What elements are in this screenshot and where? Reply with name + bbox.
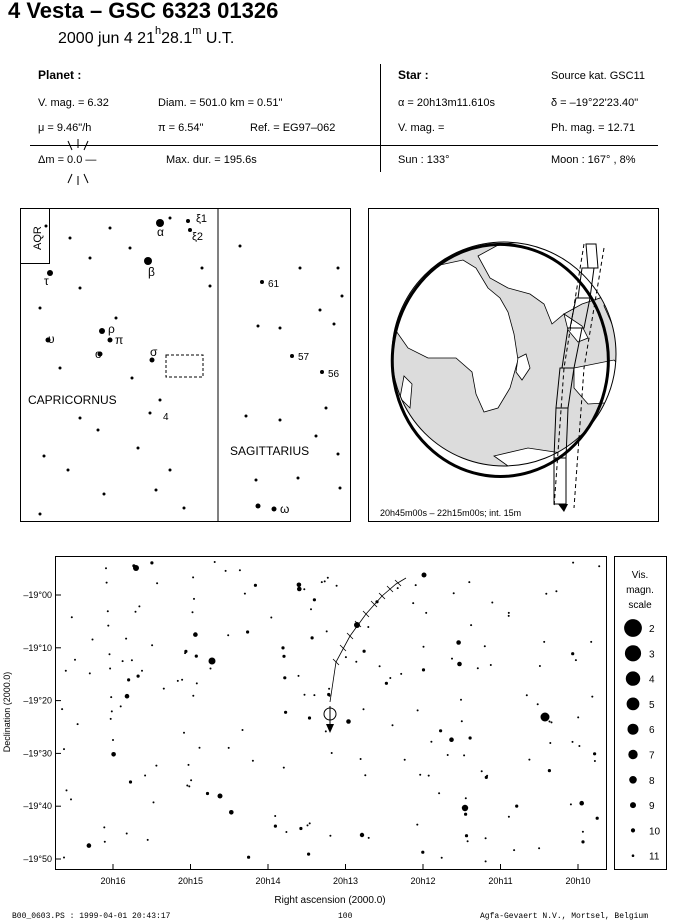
legend-dot xyxy=(624,645,642,662)
max-duration: Max. dur. = 195.6s xyxy=(166,154,257,166)
legend-dot xyxy=(624,619,642,637)
asteroid-path-ticks xyxy=(332,579,402,666)
svg-text:20h10: 20h10 xyxy=(565,876,590,886)
star-label-57: 57 xyxy=(298,352,310,363)
info-divider xyxy=(380,64,381,172)
svg-text:–19°50: –19°50 xyxy=(23,854,52,864)
star-label-rho: ρ xyxy=(108,322,115,336)
page-title: 4 Vesta – GSC 6323 01326 xyxy=(8,0,279,23)
svg-text:20h15: 20h15 xyxy=(178,876,203,886)
star-label-omega: ω xyxy=(280,502,289,516)
star-vmag: V. mag. = xyxy=(398,122,445,134)
legend-mag-label: 5 xyxy=(649,700,655,711)
svg-text:20h14: 20h14 xyxy=(255,876,280,886)
legend-mag-label: 9 xyxy=(649,801,655,812)
star-heading: Star : xyxy=(398,68,429,82)
planet-ref: Ref. = EG97–062 xyxy=(250,122,336,134)
shadow-path-boxes xyxy=(553,243,599,505)
delta-mag: Δm = 0.0 — xyxy=(38,154,97,166)
event-time: 2000 jun 4 21h28.1m U.T. xyxy=(58,25,235,47)
detail-chart: –19°00 –19°10 –19°20 –19°30 –19°40 –19°50 20h1… xyxy=(2,556,667,906)
direction-arrow-icon xyxy=(558,504,568,512)
svg-text:20h13: 20h13 xyxy=(333,876,358,886)
event-date: 2000 jun 4 21 xyxy=(58,30,155,47)
star-phmag: Ph. mag. = 12.71 xyxy=(551,122,636,134)
detail-stars xyxy=(61,561,601,863)
legend-mag-label: 11 xyxy=(649,852,660,863)
globe-map: 20h45m00s – 22h15m00s; int. 15m xyxy=(368,208,659,522)
footer-page: 100 xyxy=(338,912,353,921)
legend-mag-label: 3 xyxy=(649,649,655,660)
finder-stars xyxy=(38,216,344,516)
moon-info: Moon : 167° , 8% xyxy=(551,154,636,166)
legend-mag-label: 7 xyxy=(649,751,655,762)
svg-text:–19°30: –19°30 xyxy=(23,748,52,758)
legend-mag-label: 2 xyxy=(649,624,655,635)
svg-text:–19°00: –19°00 xyxy=(23,590,52,600)
star-label-4: 4 xyxy=(163,412,169,423)
legend-mag-label: 6 xyxy=(649,725,655,736)
star-label-upsilon: υ xyxy=(48,332,55,346)
detail-frame xyxy=(55,556,607,870)
planet-parallax: π = 6.54" xyxy=(158,122,204,134)
planet-vmag: V. mag. = 6.32 xyxy=(38,97,109,109)
legend-title-1: Vis. xyxy=(632,570,649,581)
planet-motion: μ = 9.46"/h xyxy=(38,122,92,134)
star-ra: α = 20h13m11.610s xyxy=(398,97,495,109)
star-source: Source kat. GSC11 xyxy=(551,70,645,82)
star-label-pi: π xyxy=(115,333,123,347)
legend-dot xyxy=(628,749,638,760)
x-axis-title: Right ascension (2000.0) xyxy=(274,895,385,906)
footer-file: B00_0603.PS : 1999-04-01 20:43:17 xyxy=(12,912,171,921)
svg-text:–19°20: –19°20 xyxy=(23,696,52,706)
legend-mag-label: 4 xyxy=(649,675,655,686)
star-dec: δ = –19°22'23.40" xyxy=(551,97,639,109)
finder-chart: AQR CAPRICORNUS SAGITTARIUS α β τ ρ π υ … xyxy=(20,208,351,522)
star-label-sigma: σ xyxy=(150,345,158,359)
footer-credit: Agfa-Gevaert N.V., Mortsel, Belgium xyxy=(480,912,649,921)
star-label-56: 56 xyxy=(328,369,340,380)
legend-dot xyxy=(629,776,637,784)
svg-text:20h16: 20h16 xyxy=(100,876,125,886)
star-label-xi1: ξ1 xyxy=(196,213,207,225)
legend-mag-label: 10 xyxy=(649,826,661,837)
globe-caption: 20h45m00s – 22h15m00s; int. 15m xyxy=(380,508,521,518)
constellation-capricornus: CAPRICORNUS xyxy=(28,393,117,407)
star-label-xi2: ξ2 xyxy=(192,231,203,243)
shadow-limits xyxy=(553,243,605,509)
y-axis-title: Declination (2000.0) xyxy=(2,672,12,753)
star-label-beta: β xyxy=(148,265,155,279)
target-arrow-icon xyxy=(326,724,334,733)
legend-title-2: magn. xyxy=(626,585,654,596)
aqr-label: AQR xyxy=(32,226,44,250)
info-separator xyxy=(30,145,658,146)
visibility-limit xyxy=(390,242,610,478)
legend-items: 2 3 4 5 6 7 8 9 10 11 xyxy=(624,619,661,863)
star-label-61: 61 xyxy=(268,279,280,290)
magnitude-legend xyxy=(614,556,667,870)
legend-title-3: scale xyxy=(628,600,652,611)
svg-text:–19°40: –19°40 xyxy=(23,801,52,811)
star-label-tau: τ xyxy=(44,274,49,288)
svg-text:20h12: 20h12 xyxy=(410,876,435,886)
svg-text:–19°10: –19°10 xyxy=(23,643,52,653)
svg-text:20h11: 20h11 xyxy=(488,876,512,886)
legend-dot xyxy=(625,671,641,686)
constellation-sagittarius: SAGITTARIUS xyxy=(230,444,309,458)
star-label-alpha: α xyxy=(157,225,164,239)
legend-dot xyxy=(630,802,636,809)
legend-dot xyxy=(626,697,640,711)
flash-rays-icon xyxy=(67,139,89,185)
legend-dot xyxy=(627,723,639,735)
legend-dot xyxy=(631,854,635,857)
legend-mag-label: 8 xyxy=(649,776,655,787)
legend-dot xyxy=(630,828,636,833)
field-box xyxy=(165,354,204,378)
detail-axis-ticks: –19°00 –19°10 –19°20 –19°30 –19°40 –19°50 20h1… xyxy=(23,590,590,886)
sun-elongation: Sun : 133° xyxy=(398,154,450,166)
planet-diameter: Diam. = 501.0 km = 0.51" xyxy=(158,97,283,109)
aqr-label-box xyxy=(20,208,50,264)
planet-heading: Planet : xyxy=(38,68,82,82)
